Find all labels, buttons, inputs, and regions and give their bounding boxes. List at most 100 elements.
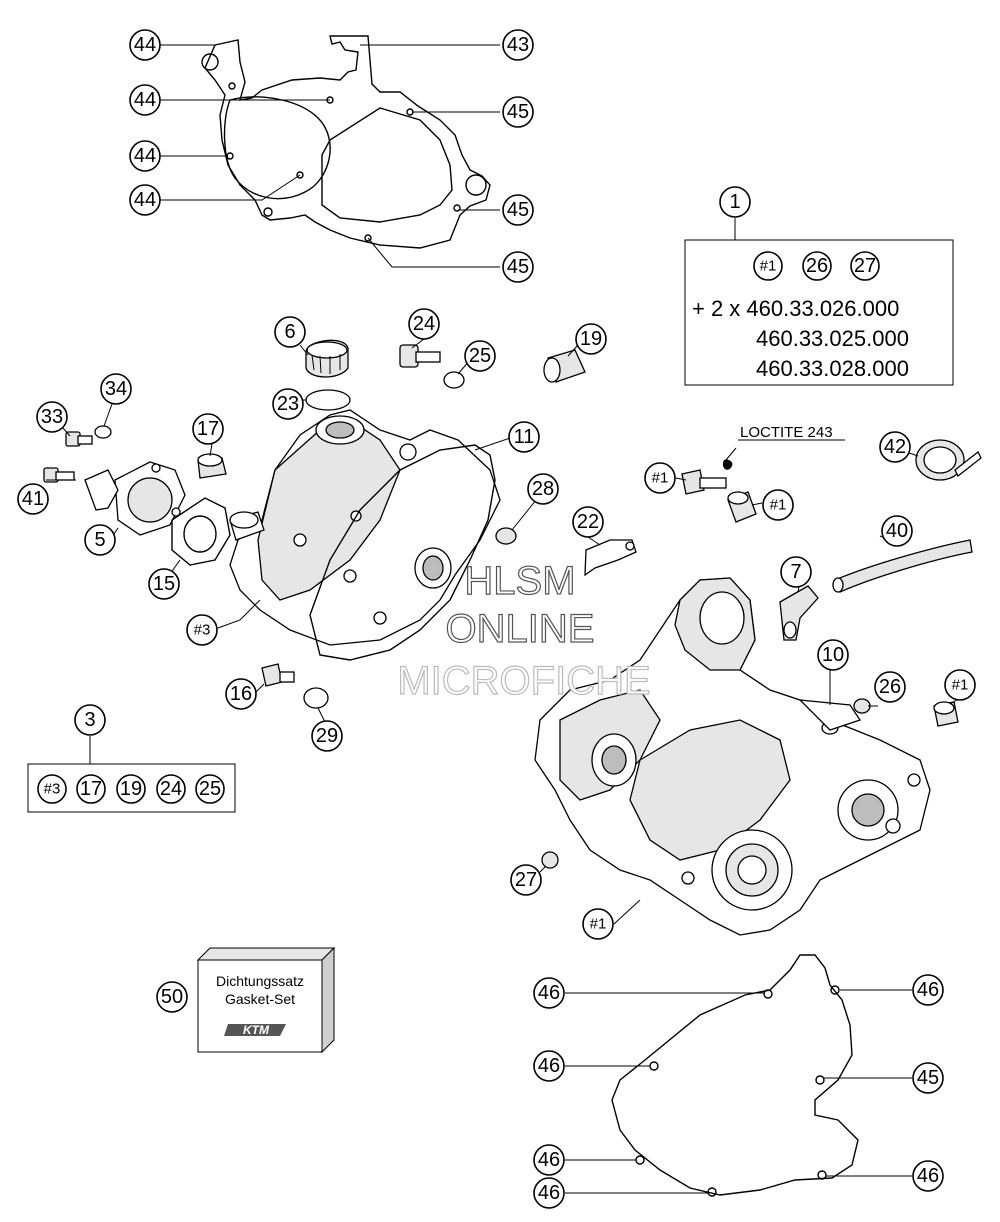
svg-text:17: 17 [80,778,102,800]
oil-filler-plug [305,339,349,378]
svg-text:46: 46 [538,982,560,1004]
water-pump-cover [84,461,186,536]
crankcase [534,577,931,936]
callout-44-c: 44 [129,140,161,172]
callout-ref-3: #3 [186,614,218,646]
svg-text:11: 11 [514,426,535,448]
svg-text:19: 19 [580,328,602,350]
svg-text:26: 26 [879,676,901,698]
callout-5: 5 [84,524,116,556]
stud-bolt [681,469,727,495]
callout-17-a: 17 [192,413,224,445]
plug-17 [197,453,227,479]
callout-46-d: 46 [533,1144,565,1176]
svg-text:44: 44 [134,145,156,167]
kit-3-item-ref-3: #3 [37,774,67,804]
kit-1-box [684,239,954,386]
washer-29 [303,687,329,709]
screw-24 [399,344,441,368]
callout-27-a: 27 [510,864,542,896]
callout-16: 16 [225,678,257,710]
svg-text:5: 5 [94,529,105,551]
svg-text:40: 40 [886,520,908,542]
svg-text:23: 23 [277,393,299,415]
svg-text:42: 42 [884,436,906,458]
plug-screw [933,701,959,727]
svg-text:24: 24 [160,778,182,800]
callout-42: 42 [879,431,911,463]
svg-text:6: 6 [284,321,295,343]
svg-text:7: 7 [790,561,801,583]
kit-3-item-19: 19 [116,774,146,804]
clutch-cover-gasket [201,35,491,249]
svg-text:10: 10 [822,644,844,666]
svg-text:25: 25 [469,345,491,367]
kit-1-line-1: + 2 x 460.33.026.000 [692,296,899,321]
gasket-set-line-1: Dichtungssatz [216,973,304,989]
bushing-19 [543,349,586,383]
callout-25-a: 25 [464,340,496,372]
dowel-26 [853,698,871,714]
svg-text:43: 43 [507,34,529,56]
callout-33: 33 [36,401,68,433]
svg-text:22: 22 [577,511,599,533]
callout-ref-1-c: #1 [944,669,976,701]
callout-34: 34 [100,373,132,405]
callout-41: 41 [17,483,49,515]
gasket-set-line-2: Gasket-Set [225,991,295,1007]
callout-28: 28 [527,473,559,505]
svg-text:27: 27 [515,869,537,891]
callout-50: 50 [156,981,188,1013]
svg-text:45: 45 [917,1067,939,1089]
kit-3-item-24: 24 [156,774,186,804]
ktm-logo: KTM [243,1023,270,1037]
svg-text:50: 50 [161,986,183,1008]
svg-text:44: 44 [134,189,156,211]
svg-text:15: 15 [153,573,175,595]
callout-45-a: 45 [502,96,534,128]
callout-45-c: 45 [502,251,534,283]
kit-3-item-25: 25 [195,774,225,804]
dowel-27 [541,851,559,869]
svg-text:29: 29 [316,725,338,747]
clutch-cover-gasket-11 [309,444,496,661]
callout-19-a: 19 [575,323,607,355]
svg-text:16: 16 [230,683,252,705]
gasket-set-box [196,946,336,1054]
callout-22: 22 [572,506,604,538]
drain-screw-16 [261,663,295,687]
svg-text:3: 3 [84,709,95,731]
svg-text:41: 41 [22,488,44,510]
kit-1-line-2: 460.33.025.000 [756,326,909,351]
callout-24-a: 24 [408,308,440,340]
callout-6: 6 [274,316,306,348]
kit-1-item-27: 27 [850,251,880,281]
callout-10: 10 [817,639,849,671]
callout-46-b: 46 [912,974,944,1006]
callout-23: 23 [272,388,304,420]
svg-text:#1: #1 [590,916,607,933]
callout-26-a: 26 [874,671,906,703]
callout-45-b: 45 [502,194,534,226]
loctite-drop-icon [722,459,733,470]
watermark-line-3: MICROFICHE [397,659,650,703]
svg-text:28: 28 [532,478,554,500]
callout-ref-1-a: #1 [644,462,676,494]
svg-text:19: 19 [120,778,142,800]
callout-43: 43 [502,29,534,61]
svg-text:45: 45 [507,199,529,221]
elbow-fitting-7 [779,585,819,641]
loctite-label: LOCTITE 243 [740,424,833,441]
clutch-cover [229,409,501,646]
sleeve [727,491,757,523]
ignition-cover-gasket [611,954,859,1197]
callout-ref-1-b: #1 [762,489,794,521]
callout-46-f: 46 [533,1177,565,1209]
svg-text:17: 17 [197,418,219,440]
screw-33 [65,431,93,447]
svg-text:#1: #1 [760,258,777,275]
svg-text:45: 45 [507,101,529,123]
vent-hose-40 [834,539,973,593]
kit-1-item-ref-1: #1 [753,251,783,281]
